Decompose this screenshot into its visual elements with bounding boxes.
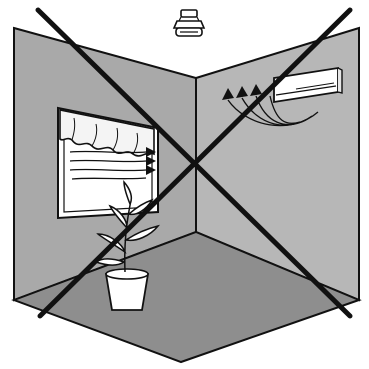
- plant-leaves: [94, 180, 160, 273]
- curtain: [59, 109, 155, 157]
- window-airflow-lines: [69, 150, 147, 180]
- ceiling-sensor-icon: [172, 9, 206, 37]
- floor: [11, 230, 362, 364]
- window-airflow-arrows: [146, 147, 156, 175]
- room: [11, 26, 362, 364]
- air-conditioner-unit: [222, 66, 343, 127]
- cross-out-line-2: [37, 7, 353, 319]
- ac-airflow-arrows: [222, 84, 262, 100]
- window-with-curtain: [57, 106, 159, 220]
- cross-out-mark: [35, 7, 353, 319]
- potted-plant: [94, 180, 160, 311]
